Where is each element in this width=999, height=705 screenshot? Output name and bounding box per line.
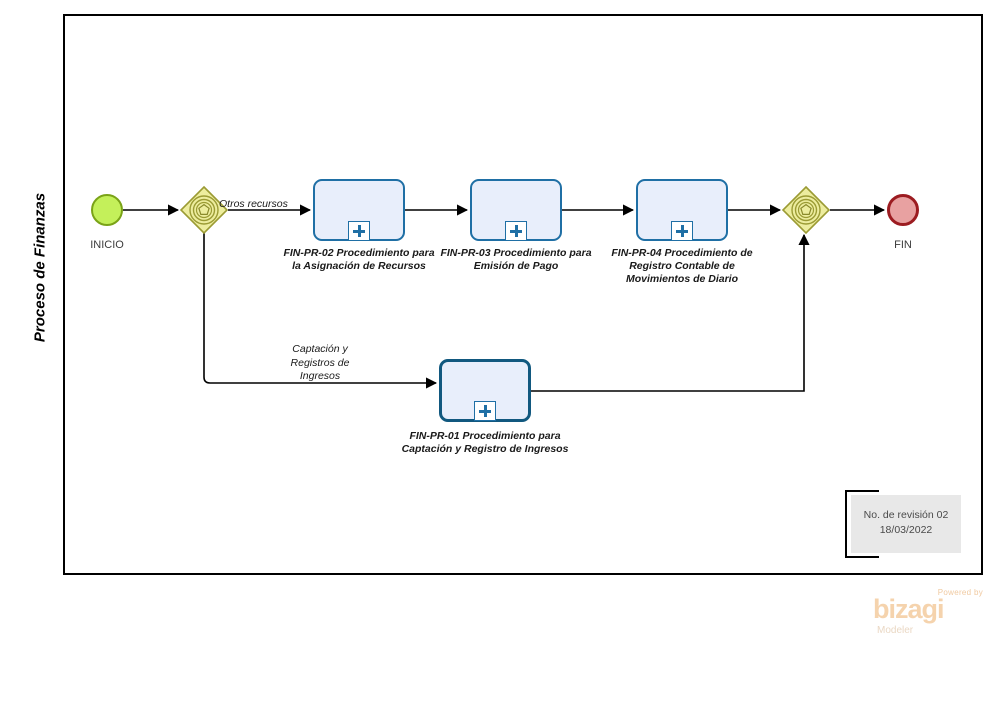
sub-process-plus-icon[interactable] (671, 221, 693, 241)
flow-label-captacion-text: Captación y Registros de Ingresos (290, 343, 350, 383)
flow-label-captacion-ingresos: Captación y Registros de Ingresos (275, 343, 365, 384)
end-event-icon[interactable] (887, 194, 919, 226)
task-fin-pr-01-label: FIN-PR-01 Procedimiento para Captación y… (401, 430, 569, 456)
task-fin-pr-02[interactable] (313, 179, 405, 241)
task-fin-pr-02-label: FIN-PR-02 Procedimiento para la Asignaci… (283, 247, 435, 273)
task-fin-pr-04-label: FIN-PR-04 Procedimiento de Registro Cont… (611, 247, 753, 286)
task-fin-pr-03-label: FIN-PR-03 Procedimiento para Emisión de … (440, 247, 592, 273)
lane-label: Proceso de Finanzas (31, 192, 49, 343)
task-fin-pr-01[interactable] (439, 359, 531, 422)
bizagi-logo: bizagi (873, 594, 945, 624)
sub-process-plus-icon[interactable] (505, 221, 527, 241)
sub-process-plus-icon[interactable] (348, 221, 370, 241)
flow-label-otros-recursos: Otros recursos (219, 198, 288, 210)
task-fin-pr-04[interactable] (636, 179, 728, 241)
revision-corner-bracket (845, 490, 879, 558)
lane-header: Proceso de Finanzas (14, 14, 65, 575)
task-fin-pr-03[interactable] (470, 179, 562, 241)
process-pool (14, 14, 983, 575)
sub-process-plus-icon[interactable] (474, 401, 496, 421)
revision-text: No. de revisión 02 18/03/2022 (851, 508, 961, 537)
revision-date: 18/03/2022 (879, 523, 933, 536)
revision-number: No. de revisión 02 (863, 509, 949, 521)
bizagi-product-label: Modeler (877, 625, 914, 636)
bizagi-branding: Powered by bizagi Modeler (873, 588, 985, 636)
end-event-label: FIN (894, 239, 912, 251)
start-event-icon[interactable] (91, 194, 123, 226)
revision-box (851, 495, 961, 553)
powered-by-label: Powered by (937, 588, 983, 597)
start-event-label: INICIO (90, 239, 124, 251)
